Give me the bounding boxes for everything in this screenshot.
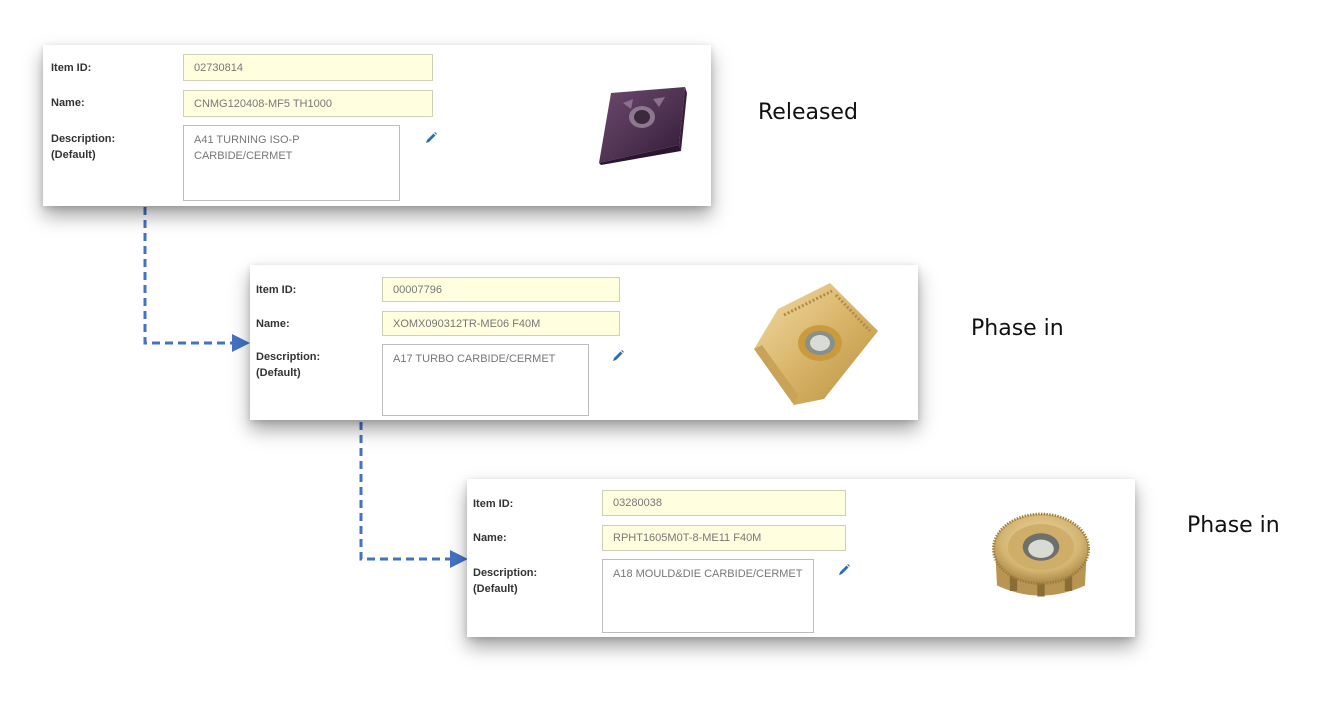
gold-rectangular-milling-insert-icon [754,283,878,405]
connector-2-to-3 [359,422,450,561]
connector-1-to-2 [143,207,232,345]
description-default-label: (Default) [473,583,518,595]
item-id-label: Item ID: [256,284,297,296]
pencil-icon[interactable] [424,131,438,145]
gold-round-milling-insert-icon [991,512,1091,597]
pencil-icon[interactable] [611,349,625,363]
item-id-field[interactable]: 03280038 [602,490,846,516]
description-textarea[interactable]: A41 TURNING ISO-P CARBIDE/CERMET [183,125,400,201]
description-default-label: (Default) [256,367,301,379]
connector-2-arrowhead [450,550,468,568]
name-field[interactable]: XOMX090312TR-ME06 F40M [382,311,620,336]
description-textarea[interactable]: A17 TURBO CARBIDE/CERMET [382,344,589,416]
status-label-1: Released [758,100,858,125]
item-card-1: Item ID: 02730814 Name: CNMG120408-MF5 T… [43,45,711,206]
status-label-3: Phase in [1187,513,1280,538]
name-field[interactable]: CNMG120408-MF5 TH1000 [183,90,433,117]
connector-1-arrowhead [232,334,250,352]
description-label: Description: [256,351,321,363]
description-textarea[interactable]: A18 MOULD&DIE CARBIDE/CERMET [602,559,814,633]
purple-rhombic-turning-insert-icon [599,87,687,165]
item-card-2: Item ID: 00007796 Name: XOMX090312TR-ME0… [250,265,918,420]
name-label: Name: [51,97,85,109]
item-id-label: Item ID: [51,62,92,74]
name-label: Name: [473,532,507,544]
description-label: Description: [473,567,538,579]
item-id-field[interactable]: 00007796 [382,277,620,302]
name-field[interactable]: RPHT1605M0T-8-ME11 F40M [602,525,846,551]
pencil-icon[interactable] [837,563,851,577]
status-label-2: Phase in [971,316,1064,341]
description-default-label: (Default) [51,149,96,161]
item-id-field[interactable]: 02730814 [183,54,433,81]
item-id-label: Item ID: [473,498,514,510]
name-label: Name: [256,318,290,330]
item-card-3: Item ID: 03280038 Name: RPHT1605M0T-8-ME… [467,479,1135,637]
description-label: Description: [51,133,116,145]
